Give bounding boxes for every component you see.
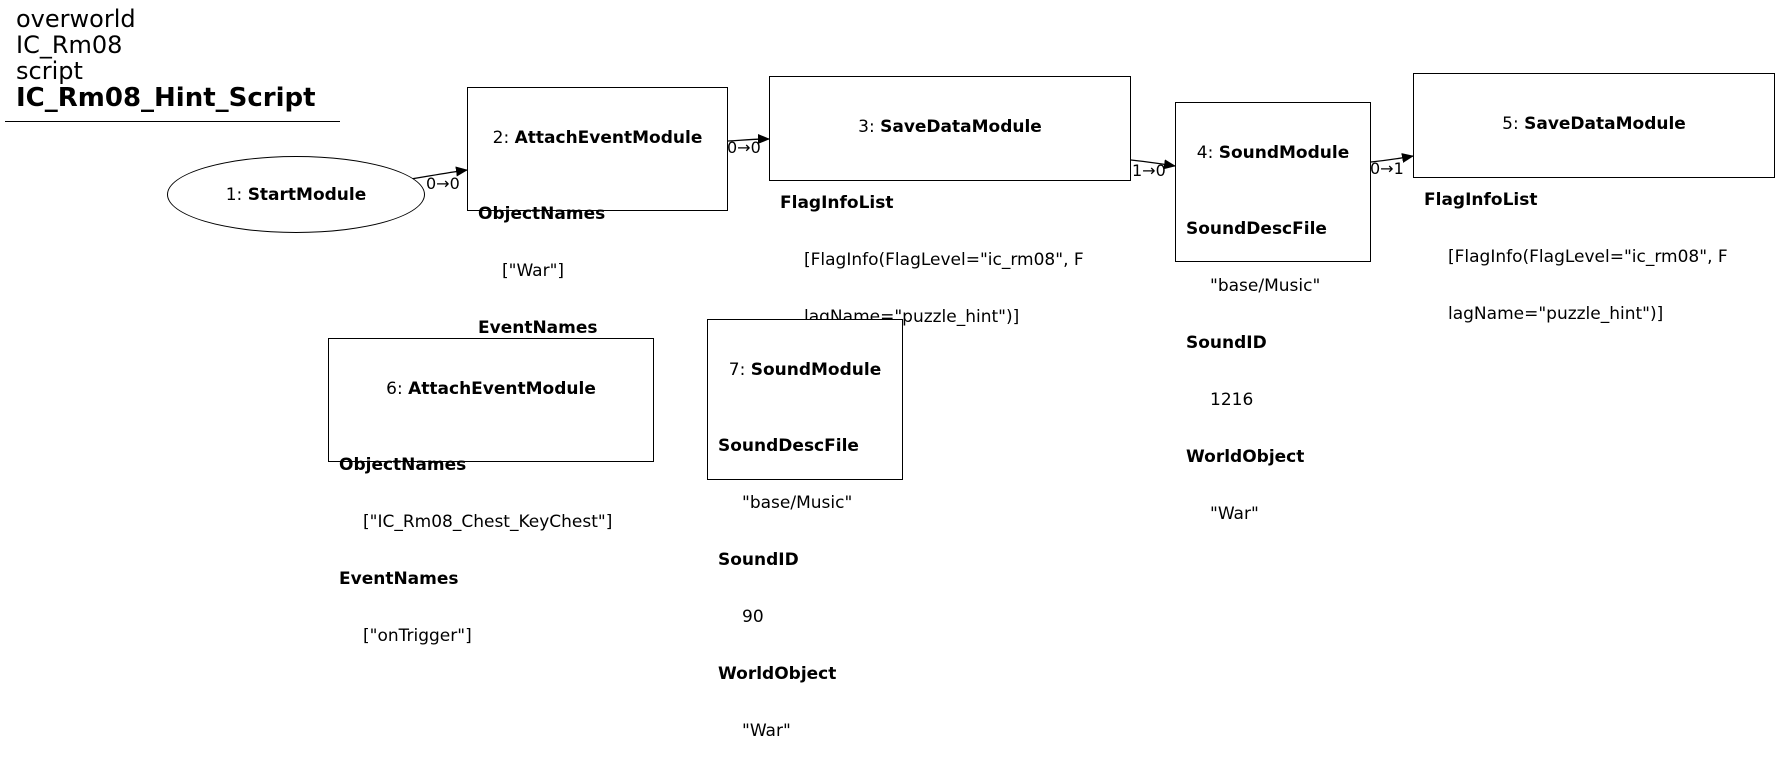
edge-label-3-4: 1→0 [1132,161,1166,180]
node-6-attach-event-module[interactable]: 6: AttachEventModule ObjectNames ["IC_Rm… [328,338,654,646]
node-7-prop-key: SoundID [718,550,799,570]
edge-3-4 [1130,159,1176,170]
title-line-3: script [16,57,83,85]
title-line-1: overworld [16,5,136,33]
node-7-prop-value: "base/Music" [742,493,853,513]
node-2-attach-event-module[interactable]: 2: AttachEventModule ObjectNames ["War"]… [467,87,728,395]
node-7-prop-value: 90 [742,607,764,627]
node-2-prop-key: ObjectNames [478,204,606,224]
node-1-header: 1: StartModule [225,184,367,205]
node-3-prop-key: FlagInfoList [780,193,894,213]
node-4-prop-value: "base/Music" [1210,276,1321,296]
node-4-sound-module[interactable]: 4: SoundModule SoundDescFile "base/Music… [1175,102,1371,524]
edge-label-2-3: 0→0 [727,138,761,157]
node-5-prop-value: lagName="puzzle_hint")] [1448,304,1664,324]
edge-4-5 [1370,153,1414,163]
node-2-prop-key: EventNames [478,318,598,338]
title-line-2: IC_Rm08 [16,31,123,59]
node-3-header: 3: SaveDataModule [858,117,1042,137]
node-6-prop-key: EventNames [339,569,459,589]
edge-label-1-2: 0→0 [426,174,460,193]
node-6-prop-value: ["IC_Rm08_Chest_KeyChest"] [363,512,613,532]
node-5-prop-value: [FlagInfo(FlagLevel="ic_rm08", F [1448,247,1728,267]
node-7-prop-value: "War" [742,721,791,741]
edge-2-3 [727,134,770,145]
node-4-prop-key: SoundID [1186,333,1267,353]
node-5-header: 5: SaveDataModule [1502,114,1686,134]
script-name: IC_Rm08_Hint_Script [16,83,316,113]
node-3-save-data-module[interactable]: 3: SaveDataModule FlagInfoList [FlagInfo… [769,76,1131,327]
node-4-header: 4: SoundModule [1196,143,1350,163]
node-4-prop-key: SoundDescFile [1186,219,1327,239]
node-6-prop-key: ObjectNames [339,455,467,475]
node-5-save-data-module[interactable]: 5: SaveDataModule FlagInfoList [FlagInfo… [1413,73,1775,324]
node-6-prop-value: ["onTrigger"] [363,626,472,646]
node-4-prop-key: WorldObject [1186,447,1305,467]
node-4-prop-value: "War" [1210,504,1259,524]
node-7-prop-key: WorldObject [718,664,837,684]
node-5-prop-key: FlagInfoList [1424,190,1538,210]
title-underline [5,121,340,122]
node-7-prop-key: SoundDescFile [718,436,859,456]
node-2-header: 2: AttachEventModule [492,128,703,148]
node-7-sound-module[interactable]: 7: SoundModule SoundDescFile "base/Music… [707,319,903,741]
node-1-start-module[interactable]: 1: StartModule [167,156,425,233]
node-6-header: 6: AttachEventModule [386,379,596,399]
node-3-prop-value: [FlagInfo(FlagLevel="ic_rm08", F [804,250,1084,270]
node-2-prop-value: ["War"] [502,261,565,281]
edge-label-4-5: 0→1 [1370,159,1404,178]
script-title-block: overworld IC_Rm08 script IC_Rm08_Hint_Sc… [16,6,316,112]
node-4-prop-value: 1216 [1210,390,1254,410]
node-7-header: 7: SoundModule [728,360,882,380]
